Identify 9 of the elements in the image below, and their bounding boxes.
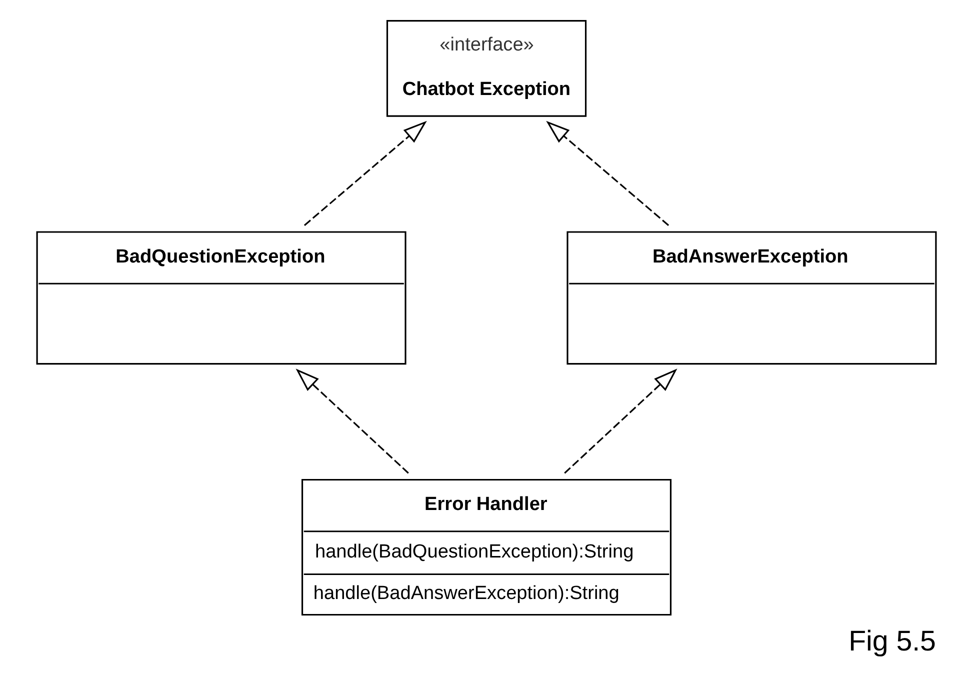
node-box: BadAnswerException [566,231,936,365]
arrow [546,120,669,226]
arrow [564,368,677,474]
node-box: BadQuestionException [36,231,406,365]
node-box: Error Handler handle(BadQuestionException):String handle(BadAnswerException):String [300,478,672,616]
arrow [295,368,408,474]
caption: Fig 5.5 [848,625,936,658]
node-box: «interface» Chatbot Exception [386,20,586,117]
arrow [303,120,426,226]
